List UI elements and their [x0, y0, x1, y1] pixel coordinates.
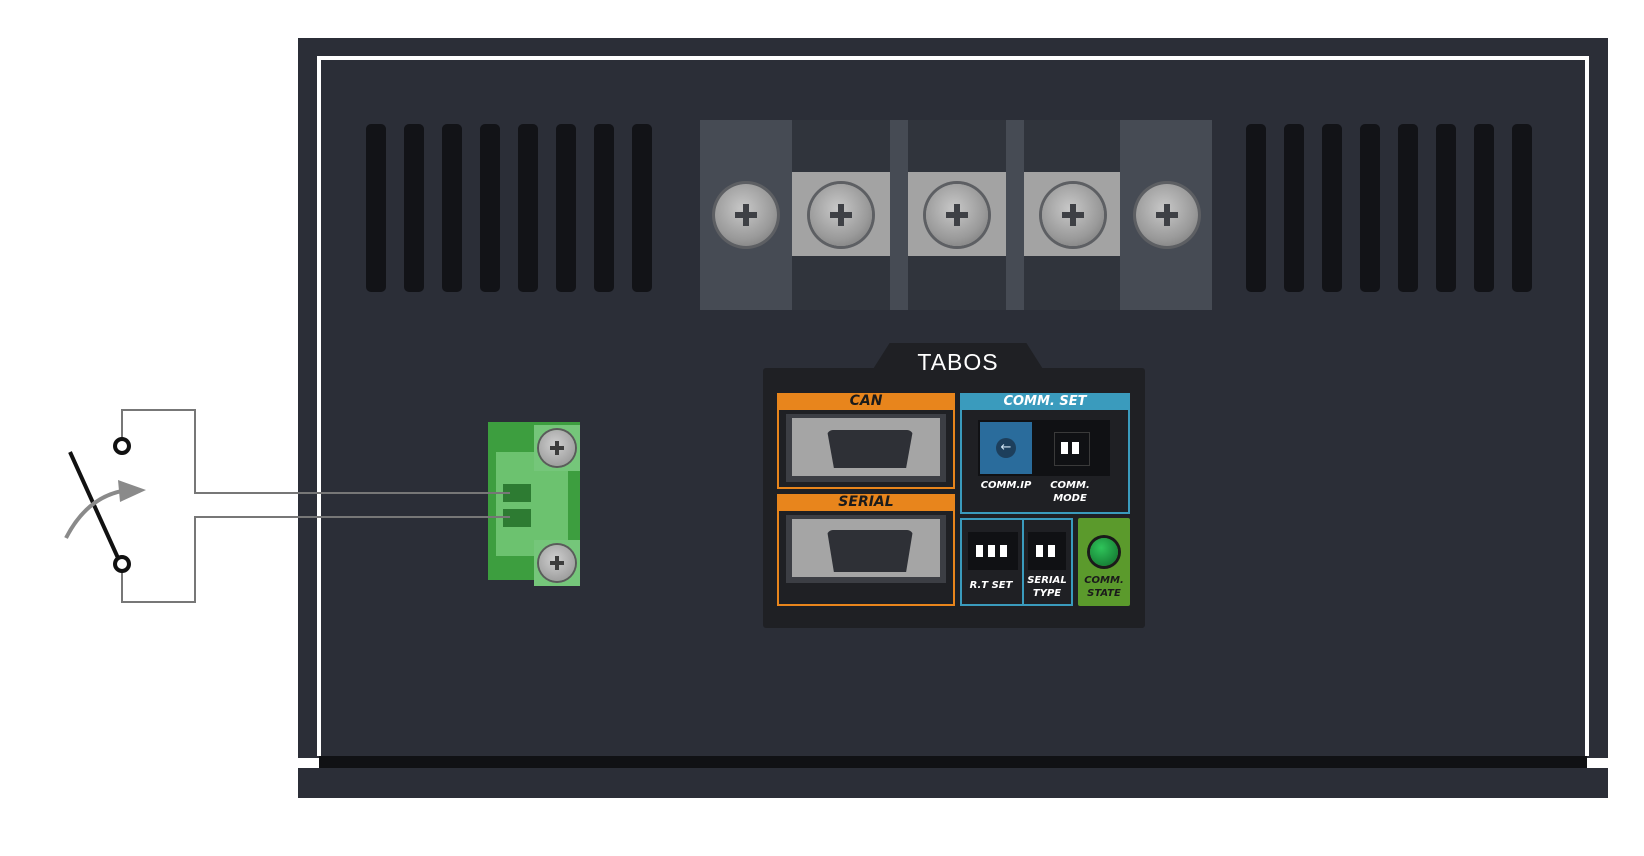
vent-slot [404, 124, 424, 292]
serial-connector-socket [827, 530, 913, 572]
brand-label: TABOS [917, 349, 999, 375]
dip-switch-icon [1000, 545, 1007, 557]
potentiometer-icon: ← [996, 438, 1016, 458]
status-led-icon [1090, 538, 1118, 566]
wire-upper [121, 409, 510, 494]
comm-state-label-line2: STATE [1087, 588, 1121, 599]
vent-slot [1474, 124, 1494, 292]
serial-port-label: SERIAL [777, 494, 955, 511]
vent-slot [1360, 124, 1380, 292]
rt-serial-box [960, 518, 1073, 606]
vent-slot [1398, 124, 1418, 292]
serial-type-label-line2: TYPE [1032, 588, 1062, 599]
terminal-screw-icon [539, 545, 575, 581]
can-connector-socket [827, 430, 913, 468]
vent-slot [556, 124, 576, 292]
terminal-divider [1006, 120, 1024, 310]
vent-slot [1284, 124, 1304, 292]
serial-type-label-line1: SERIAL [1027, 575, 1067, 586]
vent-slot [518, 124, 538, 292]
vent-slot [1512, 124, 1532, 292]
comm-mode-label-line1: COMM. [1050, 480, 1090, 491]
comm-mode-label-line2: MODE [1053, 493, 1087, 504]
vent-slot [1246, 124, 1266, 292]
terminal-divider [890, 120, 908, 310]
terminal-screw-icon [1042, 184, 1104, 246]
terminal-screw-icon [539, 430, 575, 466]
terminal-screw-icon [1136, 184, 1198, 246]
dip-switch-icon [1061, 442, 1068, 454]
wire-lower [121, 516, 510, 603]
dip-switch-icon [1072, 442, 1079, 454]
serial-type-dip-switch[interactable] [1028, 532, 1066, 570]
vent-slot [1436, 124, 1456, 292]
rt-serial-divider [1022, 520, 1024, 604]
terminal-screw-icon [715, 184, 777, 246]
vent-slot [632, 124, 652, 292]
chassis-foot-gap-right [1587, 758, 1608, 768]
comm-state-label-line1: COMM. [1084, 575, 1124, 586]
terminal-screw-icon [810, 184, 872, 246]
comm-set-header: COMM. SET [960, 393, 1130, 410]
comm-ip-label: COMM.IP [980, 480, 1032, 491]
switch-symbol-icon [64, 437, 146, 573]
vent-slot [366, 124, 386, 292]
connector-pin [503, 509, 531, 527]
dip-switch-icon [976, 545, 983, 557]
dip-switch-icon [1048, 545, 1055, 557]
dip-switch-icon [1036, 545, 1043, 557]
vent-slot [594, 124, 614, 292]
chassis-border [317, 56, 1589, 756]
vent-slot [480, 124, 500, 292]
vent-slot [1322, 124, 1342, 292]
dip-switch-icon [988, 545, 995, 557]
terminal-screw-icon [926, 184, 988, 246]
can-port-label: CAN [777, 393, 955, 410]
rt-set-label: R.T SET [969, 580, 1013, 591]
vent-slot [442, 124, 462, 292]
connector-pin [503, 484, 531, 502]
chassis-foot-gap-left [298, 758, 319, 768]
chassis-bottom-strip [319, 756, 1587, 768]
